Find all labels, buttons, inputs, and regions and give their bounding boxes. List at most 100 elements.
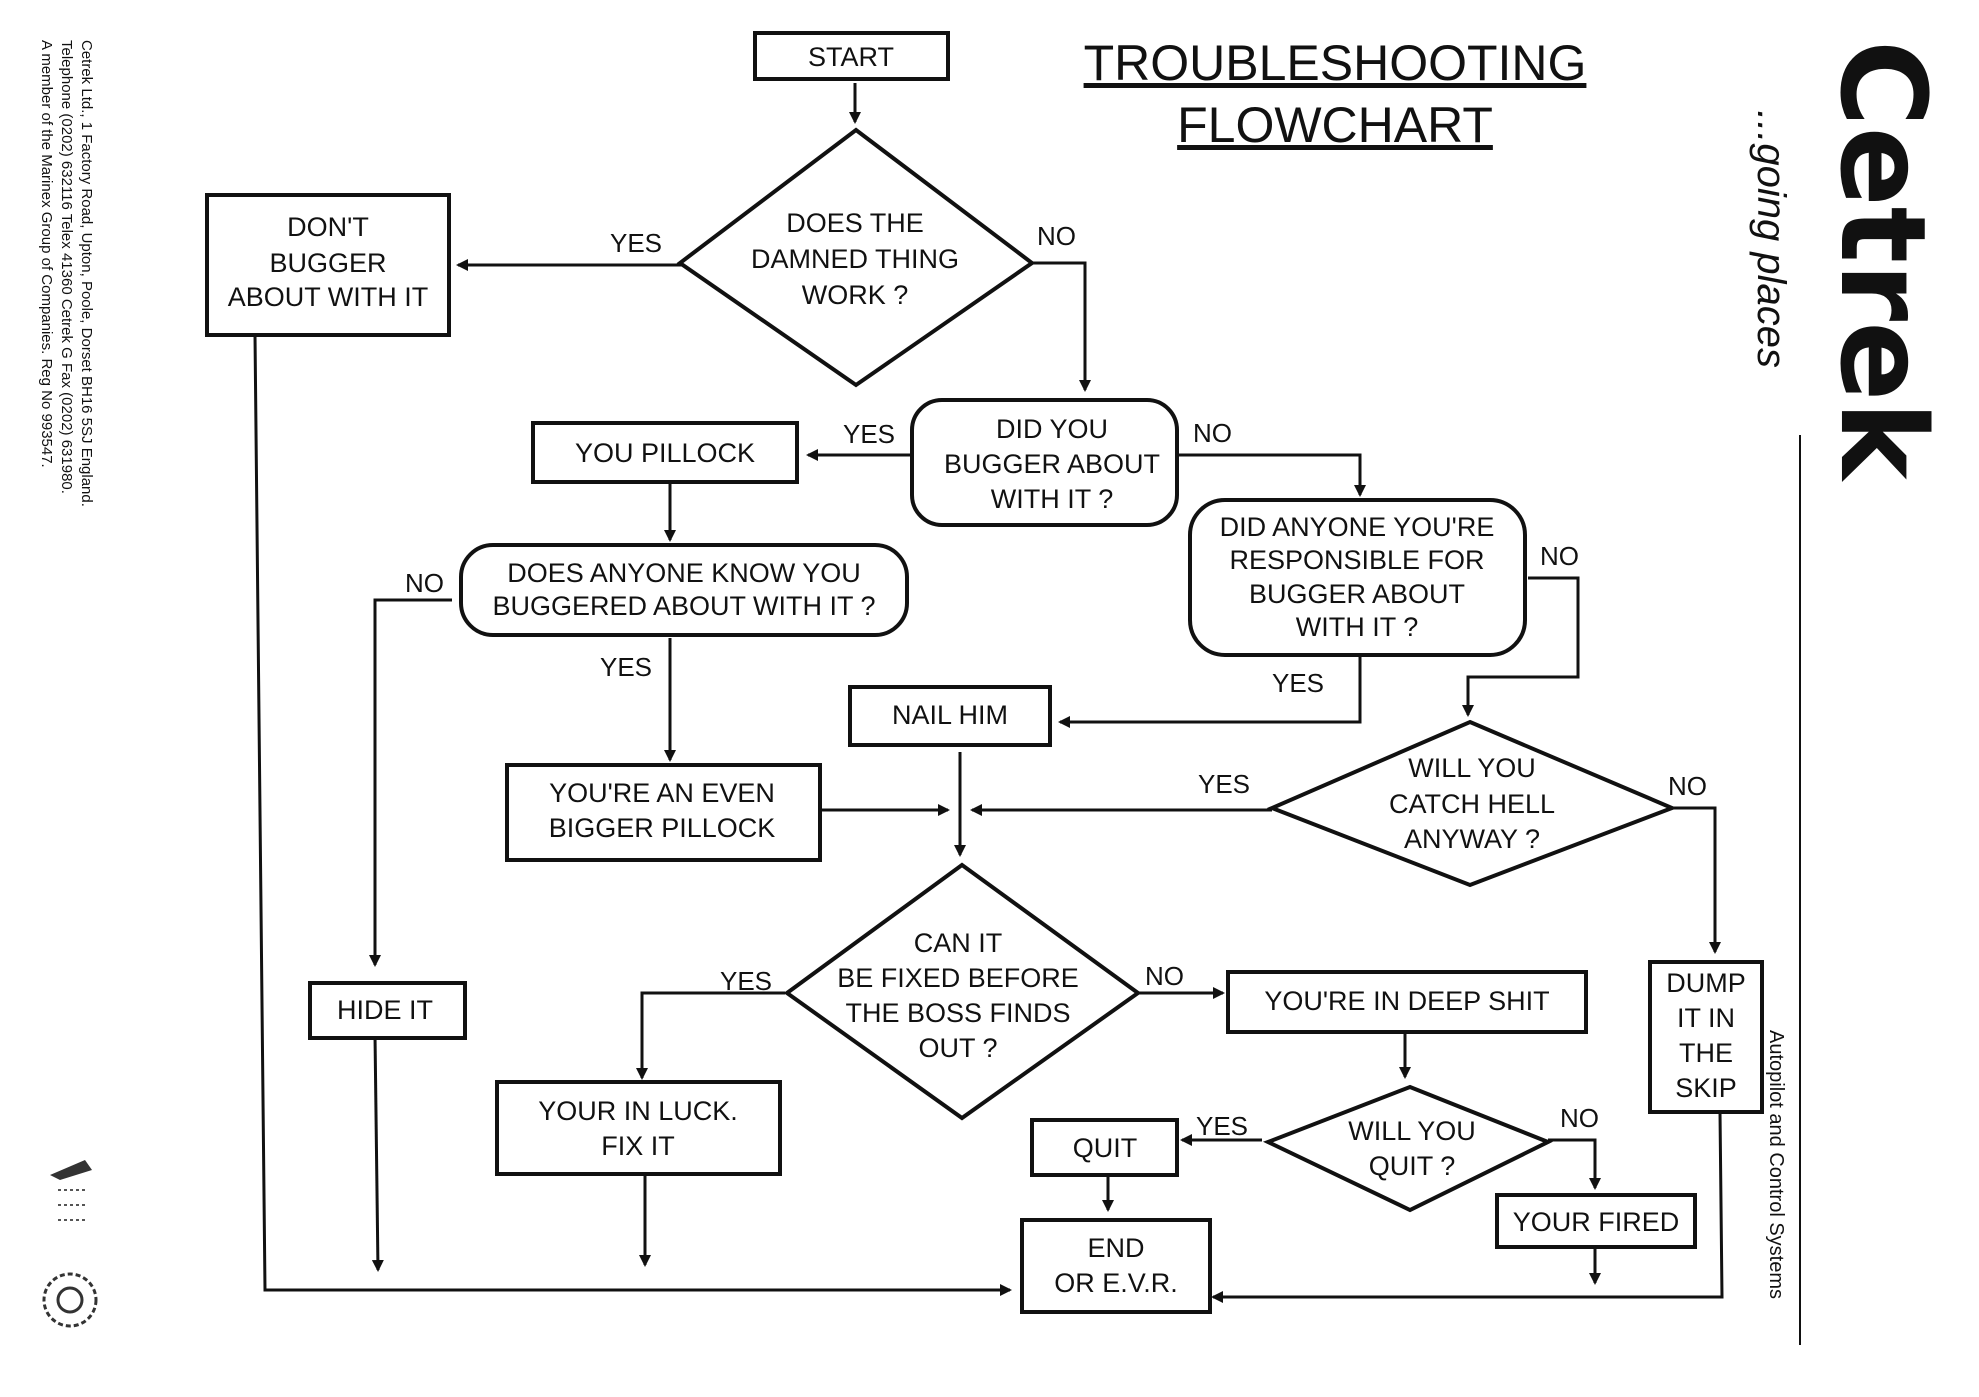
node-pillock: YOU PILLOCK [531, 421, 799, 484]
node-end-line-2: OR E.V.R. [1054, 1268, 1178, 1298]
label-works-yes: YES [610, 228, 662, 258]
node-bigger-pillock: YOU'RE AN EVEN BIGGER PILLOCK [505, 763, 822, 862]
node-hide-it: HIDE IT [308, 981, 467, 1040]
node-luck-line-2: FIX IT [601, 1131, 675, 1161]
node-dump-skip-line-3: THE [1679, 1038, 1733, 1068]
arrow-quit-no [1548, 1138, 1601, 1190]
node-q-responsible-line-4: WITH IT ? [1296, 612, 1419, 642]
label-works-no: NO [1037, 221, 1076, 251]
node-bigger-pillock-line-1: YOU'RE AN EVEN [549, 778, 775, 808]
arrow-resp-yes [1058, 655, 1362, 728]
node-q-responsible-line-3: BUGGER ABOUT [1249, 579, 1465, 609]
arrow-fixed-yes [636, 991, 785, 1080]
node-dont-bugger-line-2: BUGGER [269, 248, 386, 278]
label-know-yes: YES [600, 652, 652, 682]
node-deep-shit-text: YOU'RE IN DEEP SHIT [1264, 986, 1549, 1016]
node-dont-bugger-line-1: DON'T [287, 212, 369, 242]
node-deep-shit: YOU'RE IN DEEP SHIT [1226, 970, 1588, 1034]
arrow-know-no [369, 598, 452, 967]
node-nail-him: NAIL HIM [848, 685, 1052, 747]
division-label: Autopilot and Control Systems [1765, 1030, 1787, 1299]
brand-logo: Cetrek [1814, 40, 1952, 482]
node-quit: QUIT [1030, 1118, 1179, 1177]
connectors [253, 83, 1724, 1303]
node-dump-skip-line-4: SKIP [1675, 1073, 1737, 1103]
node-bigger-pillock-line-2: BIGGER PILLOCK [549, 813, 776, 843]
node-dont-bugger: DON'T BUGGER ABOUT WITH IT [205, 193, 451, 337]
node-hide-it-text: HIDE IT [337, 995, 433, 1025]
node-q-catch-hell-line-2: CATCH HELL [1389, 789, 1555, 819]
label-resp-no: NO [1540, 541, 1579, 571]
label-know-no: NO [405, 568, 444, 598]
division-text: Autopilot and Control Systems [1765, 1030, 1787, 1299]
arrow-hell-no [1672, 806, 1721, 954]
node-q-fixed-line-3: THE BOSS FINDS [845, 998, 1070, 1028]
branch-labels: YES NO YES NO NO YES NO YES YES NO YES N… [405, 221, 1707, 1141]
node-q-catch-hell-line-3: ANYWAY ? [1404, 824, 1540, 854]
node-q-catch-hell: WILL YOU CATCH HELL ANYWAY ? [1266, 719, 1678, 888]
node-start-text: START [808, 42, 894, 72]
node-q-works: DOES THE DAMNED THING WORK ? [676, 127, 1036, 388]
node-q-anyone-know: DOES ANYONE KNOW YOU BUGGERED ABOUT WITH… [459, 543, 909, 637]
label-quit-no: NO [1560, 1103, 1599, 1133]
node-q-did-you: DID YOU BUGGER ABOUT WITH IT ? [910, 398, 1179, 527]
stamp-mark [50, 1160, 92, 1221]
node-q-works-line-3: WORK ? [802, 280, 909, 310]
node-q-responsible-line-1: DID ANYONE YOU'RE [1220, 512, 1495, 542]
address-line-1: Cetrek Ltd., 1 Factory Road, Upton, Pool… [78, 40, 95, 507]
label-didyou-yes: YES [843, 419, 895, 449]
node-q-quit: WILL YOU QUIT ? [1262, 1084, 1553, 1213]
node-q-anyone-know-line-1: DOES ANYONE KNOW YOU [507, 558, 861, 588]
node-q-did-you-line-2: BUGGER ABOUT [944, 449, 1160, 479]
brand-tagline: ...going places [1749, 110, 1793, 368]
label-fixed-yes: YES [720, 966, 772, 996]
arrow-dontbugger-end [253, 334, 1012, 1296]
node-nail-him-text: NAIL HIM [892, 700, 1008, 730]
label-fixed-no: NO [1145, 961, 1184, 991]
label-hell-no: NO [1668, 771, 1707, 801]
node-q-anyone-know-line-2: BUGGERED ABOUT WITH IT ? [492, 591, 875, 621]
node-q-fixed-line-4: OUT ? [918, 1033, 997, 1063]
node-dont-bugger-line-3: ABOUT WITH IT [228, 282, 429, 312]
label-didyou-no: NO [1193, 418, 1232, 448]
title-line-1: TROUBLESHOOTING [1084, 35, 1587, 91]
arrow-skip-end [1211, 1111, 1724, 1303]
address-line-2: Telephone (0202) 632116 Telex 41360 Cetr… [58, 40, 75, 494]
arrow-resp-no [1462, 576, 1580, 717]
node-quit-text: QUIT [1073, 1133, 1138, 1163]
node-pillock-text: YOU PILLOCK [575, 438, 755, 468]
node-q-catch-hell-line-1: WILL YOU [1408, 753, 1536, 783]
node-q-responsible-line-2: RESPONSIBLE FOR [1229, 545, 1484, 575]
company-address: Cetrek Ltd., 1 Factory Road, Upton, Pool… [38, 40, 95, 507]
node-q-works-line-1: DOES THE [786, 208, 924, 238]
node-start: START [753, 31, 950, 81]
node-end: END OR E.V.R. [1020, 1218, 1212, 1314]
round-seal [42, 1272, 98, 1328]
node-q-fixed-line-2: BE FIXED BEFORE [837, 963, 1079, 993]
node-luck: YOUR IN LUCK. FIX IT [495, 1080, 782, 1176]
node-dump-skip: DUMP IT IN THE SKIP [1648, 960, 1764, 1114]
node-q-responsible: DID ANYONE YOU'RE RESPONSIBLE FOR BUGGER… [1188, 498, 1527, 657]
node-fired-text: YOUR FIRED [1513, 1207, 1680, 1237]
node-q-quit-line-2: QUIT ? [1369, 1151, 1456, 1181]
node-q-works-line-2: DAMNED THING [751, 244, 959, 274]
label-resp-yes: YES [1272, 668, 1324, 698]
label-hell-yes: YES [1198, 769, 1250, 799]
node-luck-line-1: YOUR IN LUCK. [538, 1096, 738, 1126]
node-q-fixed: CAN IT BE FIXED BEFORE THE BOSS FINDS OU… [783, 862, 1142, 1121]
label-quit-yes: YES [1196, 1111, 1248, 1141]
node-dump-skip-line-2: IT IN [1677, 1003, 1735, 1033]
address-line-3: A member of the Marinex Group of Compani… [38, 40, 55, 468]
node-q-did-you-line-1: DID YOU [996, 414, 1108, 444]
arrow-hide-down [371, 1034, 384, 1272]
node-dump-skip-line-1: DUMP [1666, 968, 1746, 998]
node-q-fixed-line-1: CAN IT [914, 928, 1003, 958]
arrow-didyou-no [1178, 453, 1366, 497]
node-end-line-1: END [1087, 1233, 1144, 1263]
brand-name: Cetrek [1814, 40, 1952, 482]
arrow-works-no [1032, 261, 1091, 392]
node-q-quit-line-1: WILL YOU [1348, 1116, 1476, 1146]
tagline-text: ...going places [1749, 110, 1793, 368]
title-line-2: FLOWCHART [1177, 97, 1493, 153]
